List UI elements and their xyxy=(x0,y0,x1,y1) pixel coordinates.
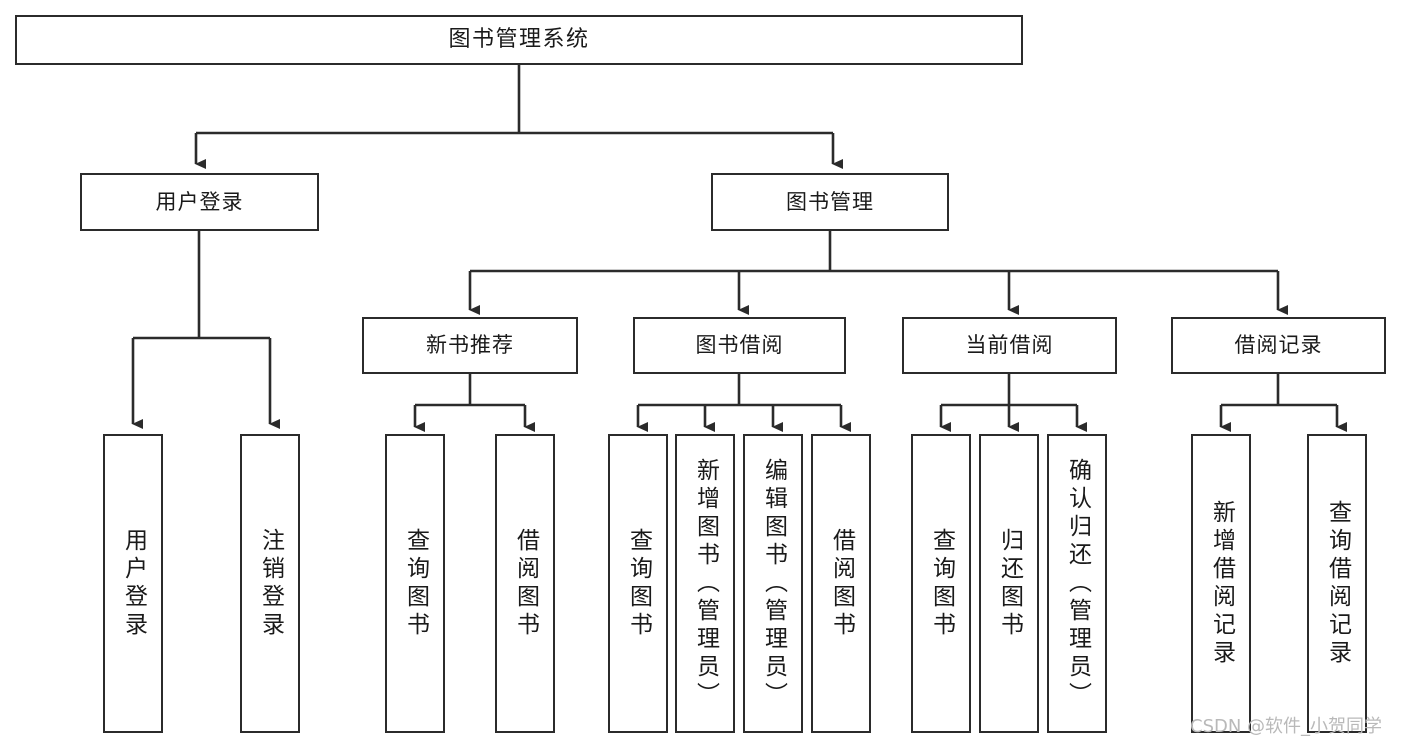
node-label: 借阅图书 xyxy=(512,527,539,640)
leaf-current-borrow-confirm-return-admin[interactable]: 确认归还（管理员） xyxy=(1047,434,1107,733)
node-book-management[interactable]: 图书管理 xyxy=(711,173,949,231)
leaf-book-borrow-borrow-book[interactable]: 借阅图书 xyxy=(811,434,871,733)
node-user-login[interactable]: 用户登录 xyxy=(80,173,319,231)
node-label: 查询图书 xyxy=(625,527,652,640)
csdn-watermark: CSDN @软件_小贺同学 xyxy=(1190,716,1383,737)
leaf-user-login-login[interactable]: 用户登录 xyxy=(103,434,163,733)
node-label: 借阅图书 xyxy=(828,527,855,640)
node-new-book-recommend[interactable]: 新书推荐 xyxy=(362,317,578,374)
node-label: 当前借阅 xyxy=(965,333,1054,358)
node-label: 新增借阅记录 xyxy=(1208,499,1235,668)
node-label: 图书管理系统 xyxy=(448,27,590,53)
leaf-borrow-record-add-record[interactable]: 新增借阅记录 xyxy=(1191,434,1251,733)
node-label: 编辑图书（管理员） xyxy=(760,457,787,710)
node-label: 查询借阅记录 xyxy=(1324,499,1351,668)
node-label: 查询图书 xyxy=(402,527,429,640)
node-label: 归还图书 xyxy=(996,527,1023,640)
node-label: 借阅记录 xyxy=(1234,333,1323,358)
leaf-borrow-record-query-record[interactable]: 查询借阅记录 xyxy=(1307,434,1367,733)
node-root-book-management-system[interactable]: 图书管理系统 xyxy=(15,15,1023,65)
leaf-current-borrow-return-book[interactable]: 归还图书 xyxy=(979,434,1039,733)
node-borrow-record[interactable]: 借阅记录 xyxy=(1171,317,1386,374)
leaf-book-borrow-add-book-admin[interactable]: 新增图书（管理员） xyxy=(675,434,735,733)
node-label: 用户登录 xyxy=(120,527,147,640)
node-label: 注销登录 xyxy=(257,527,284,640)
leaf-current-borrow-query-book[interactable]: 查询图书 xyxy=(911,434,971,733)
node-label: 确认归还（管理员） xyxy=(1064,457,1091,710)
leaf-new-book-borrow-book[interactable]: 借阅图书 xyxy=(495,434,555,733)
node-label: 用户登录 xyxy=(155,189,244,214)
node-label: 查询图书 xyxy=(928,527,955,640)
leaf-book-borrow-edit-book-admin[interactable]: 编辑图书（管理员） xyxy=(743,434,803,733)
node-book-borrow[interactable]: 图书借阅 xyxy=(633,317,846,374)
node-label: 图书借阅 xyxy=(695,333,784,358)
node-label: 新增图书（管理员） xyxy=(692,457,719,710)
leaf-book-borrow-query-book[interactable]: 查询图书 xyxy=(608,434,668,733)
node-label: 新书推荐 xyxy=(426,333,514,358)
node-current-borrow[interactable]: 当前借阅 xyxy=(902,317,1117,374)
node-label: 图书管理 xyxy=(786,189,874,214)
leaf-new-book-query-book[interactable]: 查询图书 xyxy=(385,434,445,733)
leaf-user-login-logout[interactable]: 注销登录 xyxy=(240,434,300,733)
